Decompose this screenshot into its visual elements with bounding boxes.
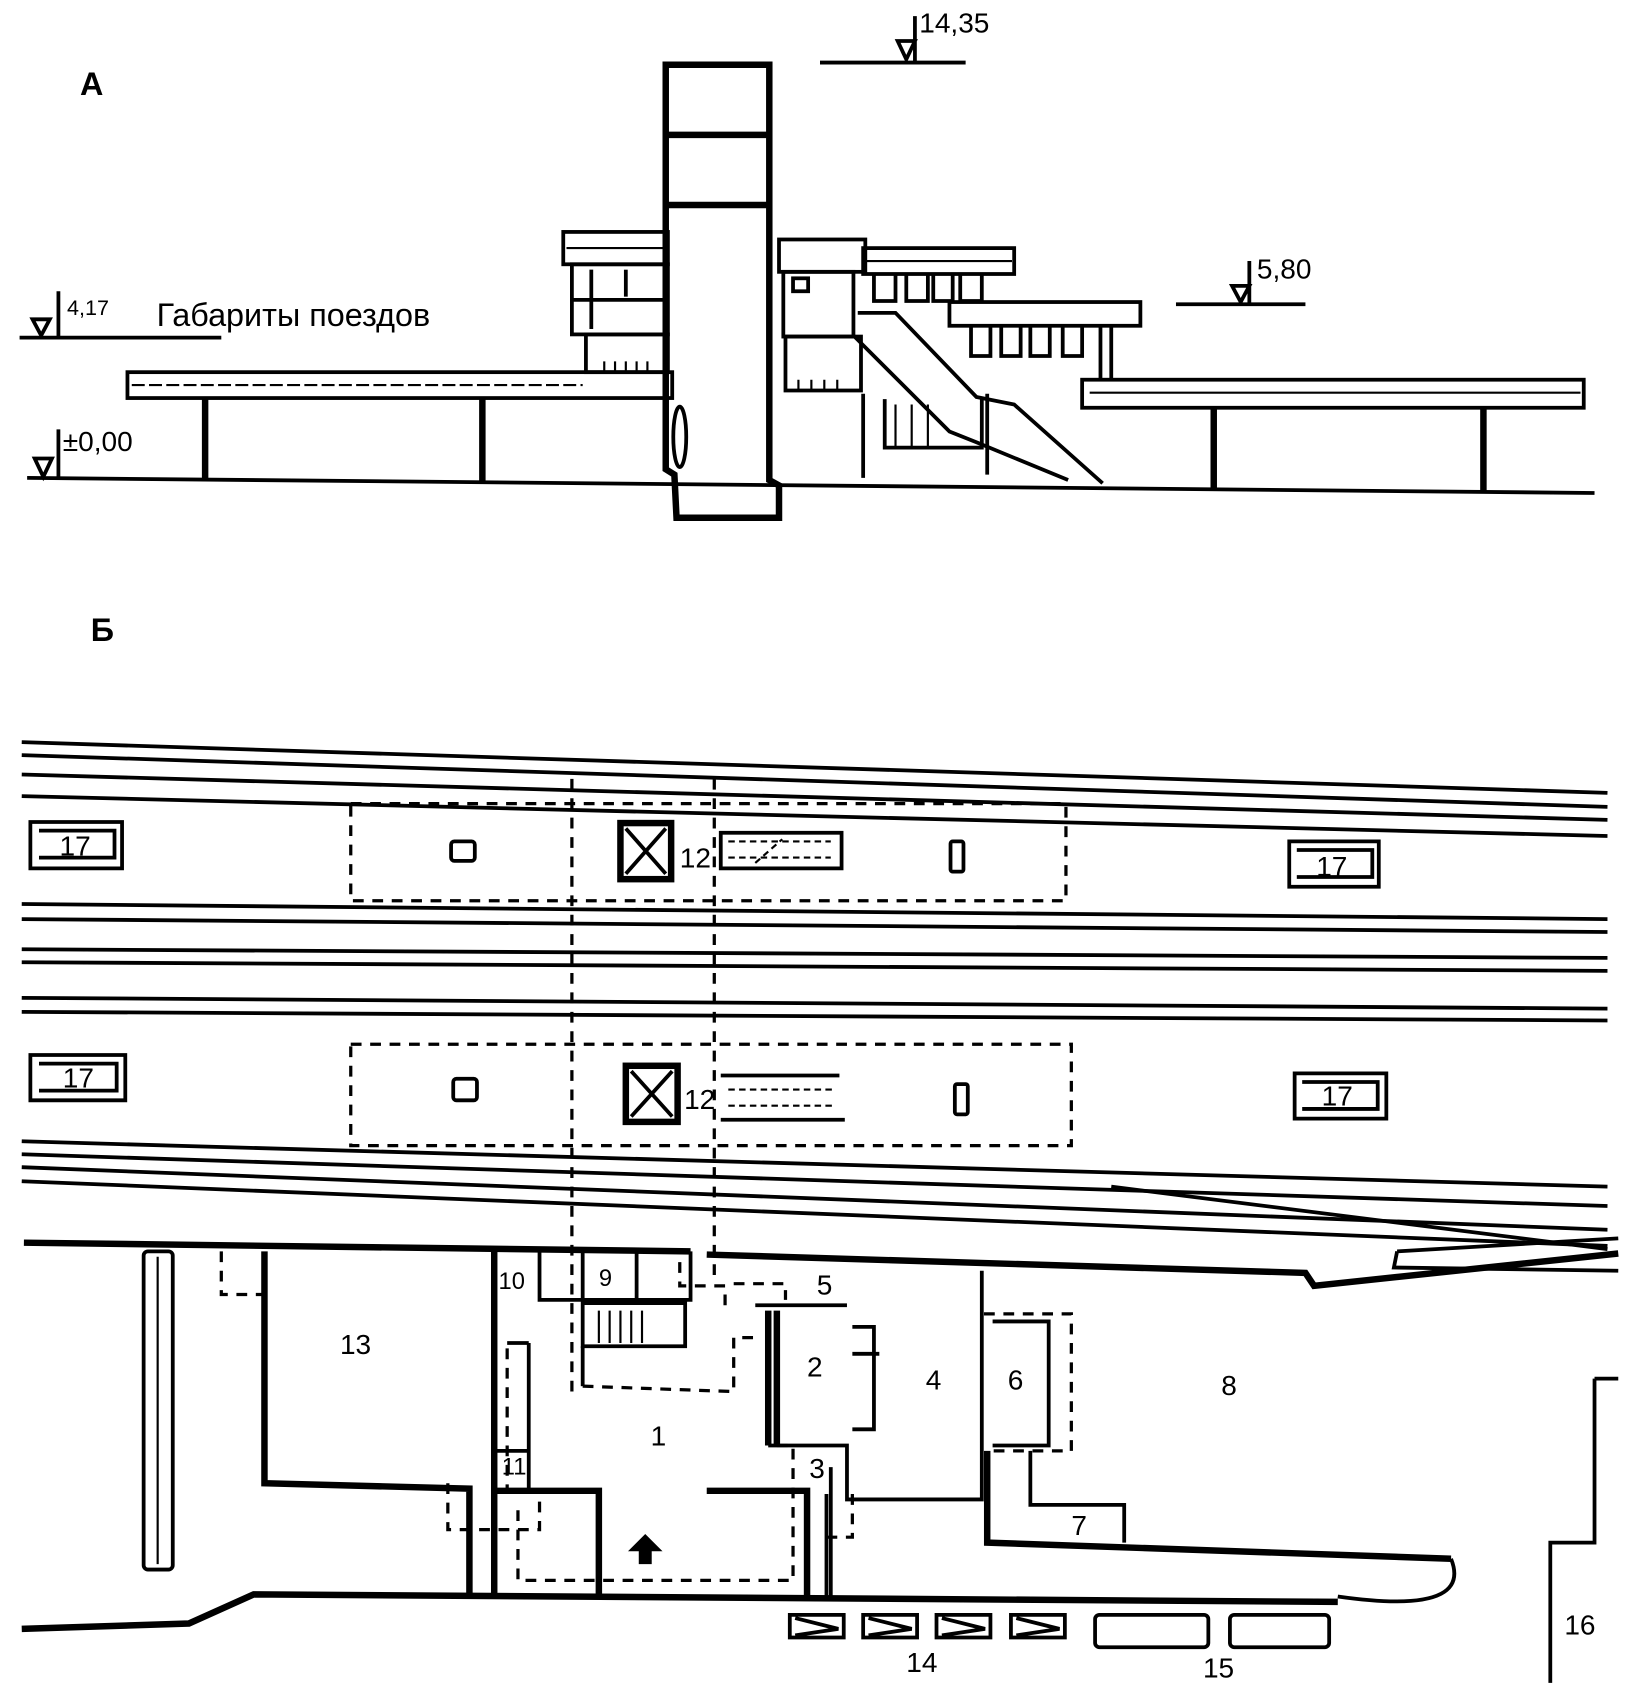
room-label-2: 2 xyxy=(807,1351,823,1382)
train-clearance-caption: Габариты поездов xyxy=(157,297,431,333)
stair-opening-platform-1 xyxy=(718,830,844,871)
level-train-label: 4,17 xyxy=(67,295,109,320)
ground-line xyxy=(27,475,1595,495)
section-b-plan: Б 12 xyxy=(21,612,1619,1684)
level-mark-ground: ±0,00 xyxy=(31,426,133,482)
entrance-arrow-icon xyxy=(627,1533,663,1565)
room-label-16: 16 xyxy=(1564,1609,1595,1640)
ticket-machines xyxy=(787,1612,1067,1640)
left-pavilion xyxy=(561,230,670,375)
room-label-10: 10 xyxy=(499,1269,525,1295)
bench: 17 xyxy=(1287,839,1381,889)
platform-2-outline xyxy=(349,1042,1073,1148)
room-label-9: 9 xyxy=(599,1266,612,1292)
room-label-14: 14 xyxy=(906,1647,937,1678)
kiosk xyxy=(449,839,477,863)
section-b-title: Б xyxy=(91,612,114,648)
section-a-elevation: А 14,35 5,80 4,17 Габариты поездов ±0,00 xyxy=(19,7,1595,522)
railway-tracks xyxy=(21,740,1608,1252)
elevator-platform-1: 12 xyxy=(617,819,711,883)
room-label-8: 8 xyxy=(1221,1370,1237,1401)
room-label-5: 5 xyxy=(817,1269,833,1300)
room-label-7: 7 xyxy=(1071,1510,1087,1541)
room-label-1: 1 xyxy=(651,1420,667,1451)
level-mark-train: 4,17 Габариты поездов xyxy=(19,291,431,340)
level-upper-label: 5,80 xyxy=(1257,253,1312,284)
escalator-stair xyxy=(851,310,1104,485)
kiosk xyxy=(451,1076,479,1103)
kiosk xyxy=(952,1082,970,1117)
elevator-label: 12 xyxy=(680,842,711,873)
section-a-title: А xyxy=(80,66,103,102)
room-label-4: 4 xyxy=(926,1364,942,1395)
adjacent-building-16 xyxy=(1548,1376,1619,1683)
platform-1-outline xyxy=(349,802,1068,903)
room-label-6: 6 xyxy=(1008,1364,1024,1395)
room-label-15: 15 xyxy=(1203,1652,1234,1683)
elevator-platform-2: 12 xyxy=(622,1062,715,1126)
stair-opening-platform-2 xyxy=(720,1073,845,1122)
room-label-13: 13 xyxy=(340,1329,371,1360)
level-mark-upper: 5,80 xyxy=(1175,253,1312,307)
left-canopy xyxy=(125,370,675,482)
elevator-label: 12 xyxy=(684,1084,715,1115)
room-label-11: 11 xyxy=(502,1455,527,1481)
kiosk xyxy=(948,839,966,874)
station-building xyxy=(21,1236,1619,1633)
tower xyxy=(662,61,783,522)
bench: 17 xyxy=(28,1053,128,1103)
bus-stops xyxy=(1093,1612,1332,1650)
right-pavilion xyxy=(777,237,1143,478)
bench-label: 17 xyxy=(59,830,90,861)
level-top-label: 14,35 xyxy=(919,7,989,38)
bench-label: 17 xyxy=(1316,851,1347,882)
room-label-3: 3 xyxy=(809,1453,825,1484)
level-ground-label: ±0,00 xyxy=(63,426,133,457)
bench-label: 17 xyxy=(63,1062,94,1093)
bench: 17 xyxy=(1292,1071,1389,1121)
bench-label: 17 xyxy=(1322,1081,1353,1112)
bench: 17 xyxy=(28,820,124,871)
room-labels: 13 10 9 5 2 4 6 8 1 11 3 7 14 15 16 xyxy=(340,1266,1596,1684)
level-mark-top: 14,35 xyxy=(820,7,989,65)
right-canopy xyxy=(1080,377,1586,491)
